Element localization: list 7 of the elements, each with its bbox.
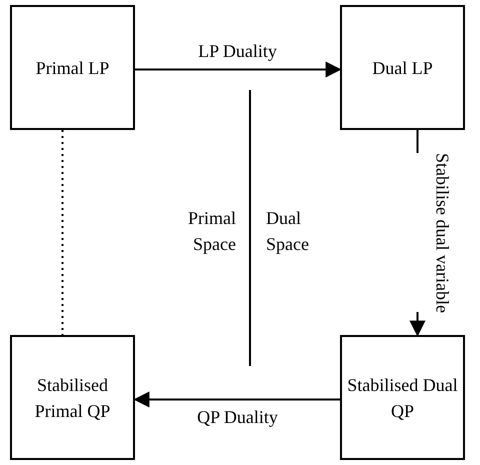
process-box: Stabilised Dual QP bbox=[340, 335, 465, 460]
process-box: Stabilised Primal QP bbox=[10, 335, 135, 460]
arrow bbox=[133, 392, 340, 408]
arrow bbox=[135, 62, 342, 78]
process-box: Dual LP bbox=[340, 5, 465, 130]
process-box: Primal LP bbox=[10, 5, 135, 130]
dotted-line bbox=[62, 130, 64, 335]
